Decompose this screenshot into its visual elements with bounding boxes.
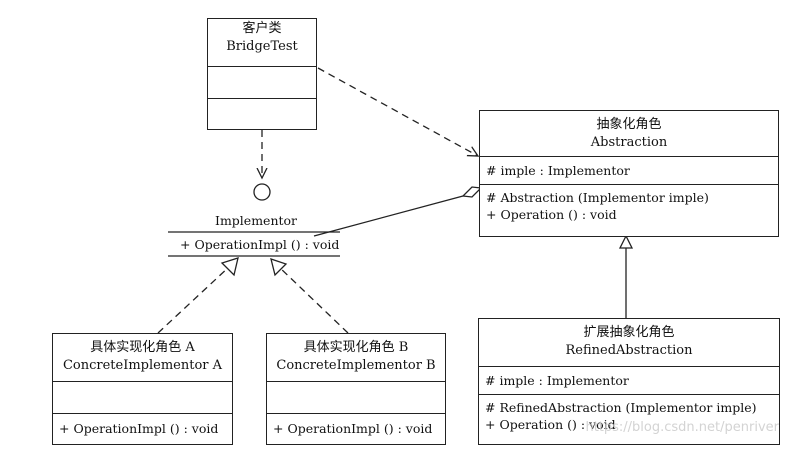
client-class-header: 客户类 BridgeTest — [208, 19, 316, 67]
concrete-a-name-en: ConcreteImplementor A — [62, 358, 223, 373]
refined-attribute: # imple : Implementor — [485, 373, 629, 388]
interface-lollipop — [253, 183, 271, 201]
refined-class-header: 扩展抽象化角色 RefinedAbstraction — [479, 319, 779, 367]
concrete-a-attributes-section — [53, 382, 232, 414]
abstraction-class-box[interactable]: 抽象化角色 Abstraction # imple : Implementor … — [479, 110, 779, 237]
concrete-b-methods-section: + OperationImpl () : void — [267, 414, 445, 437]
refined-attributes-section: # imple : Implementor — [479, 367, 779, 395]
abstraction-name-en: Abstraction — [590, 135, 668, 150]
generalization-head — [618, 234, 634, 249]
realization-a-head — [220, 257, 239, 277]
concrete-b-name-cn: 具体实现化角色 B — [303, 340, 409, 355]
refined-abstraction-class-box[interactable]: 扩展抽象化角色 RefinedAbstraction # imple : Imp… — [478, 318, 780, 445]
implementor-name: Implementor — [215, 213, 298, 228]
client-class-box[interactable]: 客户类 BridgeTest — [207, 18, 317, 130]
client-attributes-section — [208, 67, 316, 99]
dependency-client-abstraction — [317, 67, 478, 156]
refined-name-cn: 扩展抽象化角色 — [583, 325, 675, 340]
concrete-b-name-en: ConcreteImplementor B — [276, 358, 436, 373]
realization-b-line — [277, 265, 349, 334]
abstraction-attribute: # imple : Implementor — [486, 163, 630, 178]
concrete-a-methods-section: + OperationImpl () : void — [53, 414, 232, 437]
concrete-a-name-cn: 具体实现化角色 A — [90, 340, 195, 355]
client-name-cn: 客户类 — [242, 21, 282, 36]
concrete-a-method: + OperationImpl () : void — [59, 421, 219, 436]
concrete-a-header: 具体实现化角色 A ConcreteImplementor A — [53, 334, 232, 382]
realization-a-line — [157, 265, 231, 334]
abstraction-method: + Operation () : void — [486, 207, 617, 222]
abstraction-methods-section: # Abstraction (Implementor imple) + Oper… — [480, 185, 778, 223]
concrete-implementor-a-class-box[interactable]: 具体实现化角色 A ConcreteImplementor A + Operat… — [52, 333, 233, 445]
concrete-implementor-b-class-box[interactable]: 具体实现化角色 B ConcreteImplementor B + Operat… — [266, 333, 446, 445]
aggregation-line — [313, 195, 464, 237]
implementor-method: + OperationImpl () : void — [180, 237, 340, 252]
abstraction-attributes-section: # imple : Implementor — [480, 157, 778, 185]
client-name-en: BridgeTest — [226, 39, 298, 54]
refined-methods-section: # RefinedAbstraction (Implementor imple)… — [479, 395, 779, 433]
concrete-b-method: + OperationImpl () : void — [273, 421, 433, 436]
client-methods-section — [208, 99, 316, 129]
refined-method: + Operation () : void — [485, 417, 616, 432]
aggregation-diamond — [461, 186, 483, 198]
realization-b-head — [270, 258, 288, 277]
concrete-b-header: 具体实现化角色 B ConcreteImplementor B — [267, 334, 445, 382]
watermark-text: https://blog.csdn.net/penriver — [585, 420, 779, 435]
abstraction-name-cn: 抽象化角色 — [596, 117, 662, 132]
refined-method: # RefinedAbstraction (Implementor imple) — [485, 400, 757, 415]
concrete-b-attributes-section — [267, 382, 445, 414]
abstraction-class-header: 抽象化角色 Abstraction — [480, 111, 778, 157]
refined-name-en: RefinedAbstraction — [565, 343, 693, 358]
abstraction-method: # Abstraction (Implementor imple) — [486, 190, 709, 205]
